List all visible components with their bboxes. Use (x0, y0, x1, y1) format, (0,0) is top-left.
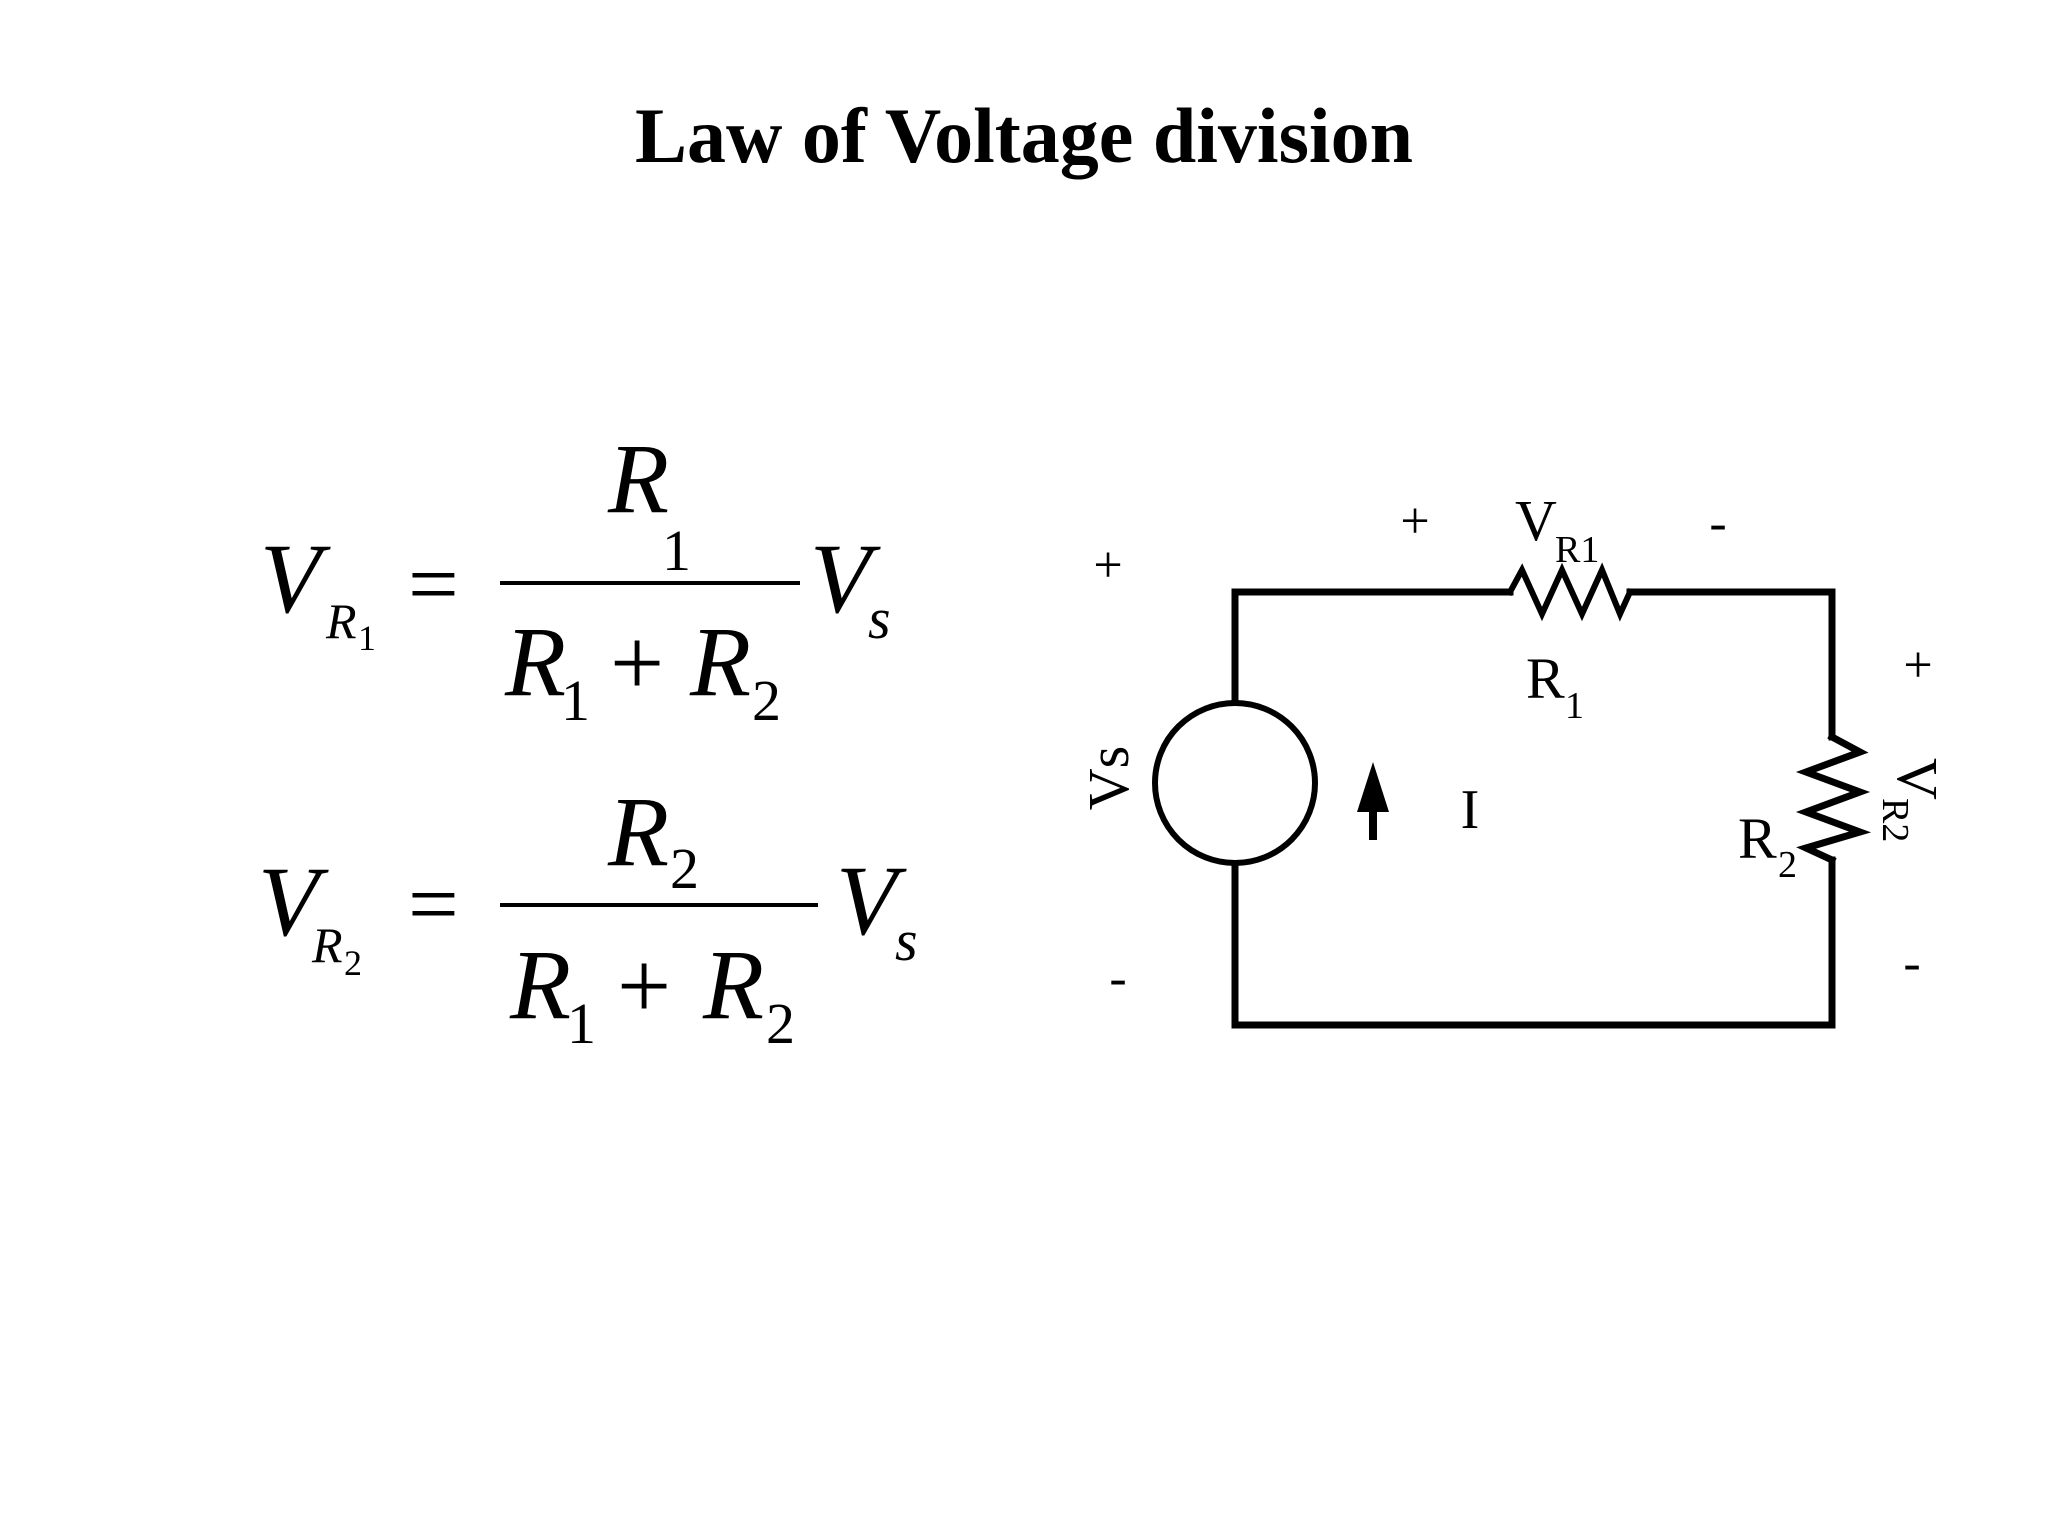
eq2-lhs-v: V (258, 846, 329, 957)
eq1-num-sub: 1 (662, 518, 691, 583)
current-label: I (1461, 779, 1480, 841)
eq1-den-r2: R (689, 606, 751, 717)
slide-title: Law of Voltage division (635, 92, 1413, 179)
eq2-den-r2: R (702, 929, 764, 1040)
eq2-lhs-subsub: 2 (344, 943, 362, 983)
eq2-den-plus: + (617, 932, 671, 1039)
r1-plus-sign: + (1400, 493, 1429, 550)
current-arrow-icon (1357, 762, 1389, 840)
circuit-diagram (1152, 562, 1872, 1029)
eq1-den-r1-sub: 1 (561, 668, 590, 733)
r2-label-sub: 2 (1778, 844, 1797, 886)
eq2-equals: = (408, 855, 459, 954)
equation-vr2: V R 2 = R 2 R 1 + R 2 V s (258, 776, 918, 1056)
r2-plus-sign: + (1903, 637, 1932, 694)
source-plus-sign: + (1093, 537, 1122, 594)
vr1-label-sub: R1 (1555, 529, 1599, 571)
vr2-label-sub: R2 (1874, 798, 1916, 842)
eq1-den-r1: R (504, 606, 566, 717)
r1-minus-sign: - (1709, 495, 1726, 552)
source-minus-sign: - (1109, 950, 1126, 1007)
eq1-rhs-sub: s (868, 586, 891, 651)
vr1-label: V (1515, 488, 1557, 553)
eq1-den-r2-sub: 2 (752, 668, 781, 733)
r2-label: R (1738, 806, 1777, 871)
eq2-num-sub: 2 (670, 836, 699, 901)
eq1-rhs-v: V (810, 523, 881, 634)
eq2-den-r1-sub: 1 (567, 991, 596, 1056)
equation-vr1: V R 1 = R 1 R 1 + R 2 V s (260, 423, 891, 733)
r2-minus-sign: - (1903, 935, 1920, 992)
eq1-lhs-v: V (260, 523, 331, 634)
eq1-den-plus: + (610, 609, 664, 716)
eq1-num-r: R (607, 423, 669, 534)
eq2-den-r1: R (509, 929, 571, 1040)
eq1-lhs-subsub: 1 (358, 618, 376, 658)
r1-label: R (1526, 646, 1565, 711)
eq2-num-r: R (607, 776, 669, 887)
resistor-r1-icon (1505, 562, 1634, 622)
vr2-label: V (1885, 758, 1950, 800)
resistor-r2-icon (1795, 732, 1872, 865)
eq2-rhs-sub: s (895, 908, 918, 973)
eq2-den-r2-sub: 2 (766, 991, 795, 1056)
source-label: Vs (1076, 746, 1141, 810)
circuit-labels: + - Vs I + - V R1 R 1 + - V R2 R 2 (1076, 488, 1950, 1007)
eq1-equals: = (408, 535, 459, 634)
eq2-lhs-sub-r: R (311, 917, 343, 973)
voltage-source-icon (1152, 700, 1318, 866)
eq2-rhs-v: V (836, 845, 907, 956)
r1-label-sub: 1 (1565, 685, 1584, 727)
eq1-lhs-sub-r: R (325, 593, 357, 649)
